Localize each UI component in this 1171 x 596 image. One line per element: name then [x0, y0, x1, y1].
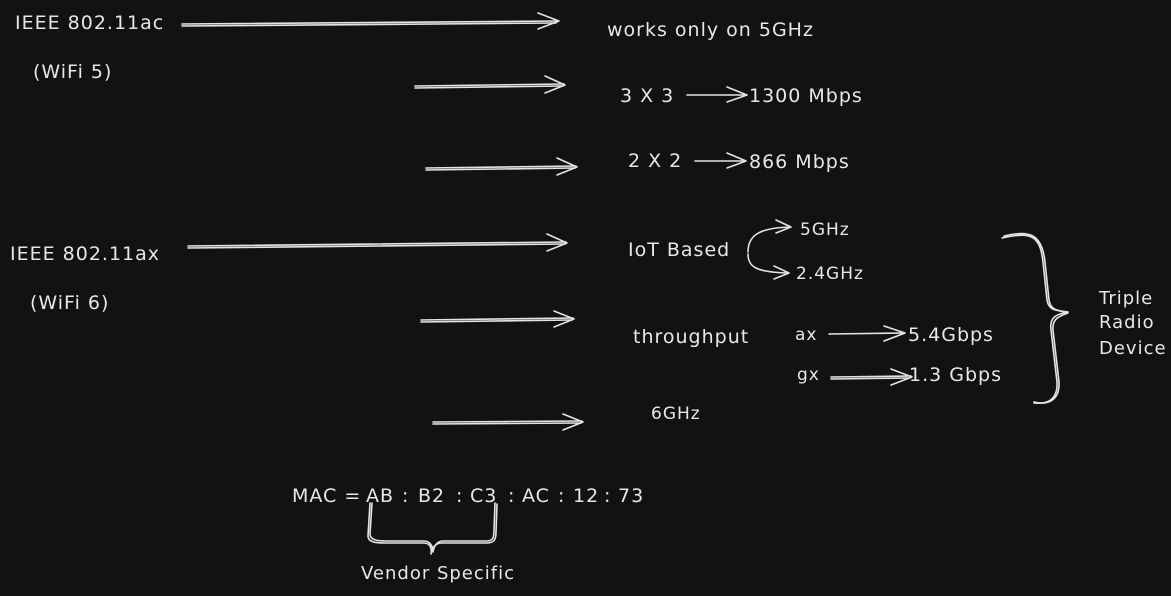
- mimo-2x2-config: 2 X 2: [628, 150, 683, 172]
- mac-octet-4: AC: [522, 485, 550, 507]
- mimo-3x3-speed: 1300 Mbps: [749, 85, 863, 107]
- mac-octet-5: 12: [573, 485, 600, 507]
- arrow-ax-6ghz: [432, 413, 584, 431]
- triple-radio-line2: Radio: [1099, 312, 1155, 333]
- ac-band-text: works only on 5GHz: [607, 19, 814, 41]
- vendor-bracket-inner: [369, 502, 496, 553]
- iot-band-24ghz: 2.4GHz: [796, 264, 864, 284]
- mac-prefix: MAC =: [292, 485, 362, 507]
- arrow-2x2-speed: [694, 152, 747, 169]
- arrow-3x3-speed: [686, 86, 748, 103]
- mac-octet-6: 73: [618, 485, 645, 507]
- iot-label: IoT Based: [628, 239, 731, 261]
- mac-separator: :: [604, 485, 612, 507]
- mac-octet-1: AB: [366, 485, 395, 507]
- throughput-label: throughput: [633, 326, 750, 348]
- vendor-bracket: [367, 502, 498, 555]
- arrow-ax-throughput: [420, 310, 575, 328]
- mac-octet-3: C3: [470, 485, 498, 507]
- standard-ac-name: IEEE 802.11ac: [15, 12, 165, 34]
- standard-ax-name: IEEE 802.11ax: [10, 243, 161, 265]
- throughput-gx-label: gx: [797, 365, 820, 385]
- mac-separator: :: [402, 485, 410, 507]
- triple-radio-line3: Device: [1099, 338, 1167, 359]
- mac-separator: :: [508, 485, 516, 507]
- arrow-ac-3x3: [414, 75, 566, 94]
- iot-band-5ghz: 5GHz: [800, 220, 850, 240]
- arrow-ac-2x2: [425, 157, 578, 176]
- throughput-ax-label: ax: [795, 325, 818, 345]
- throughput-ax-speed: 5.4Gbps: [908, 324, 994, 346]
- standard-ac-alias: (WiFi 5): [33, 61, 113, 83]
- arrow-ax-iot: [187, 233, 568, 252]
- throughput-gx-speed: 1.3 Gbps: [909, 364, 1002, 386]
- standard-ax-alias: (WiFi 6): [30, 292, 110, 314]
- vendor-specific-label: Vendor Specific: [361, 563, 516, 584]
- mimo-2x2-speed: 866 Mbps: [749, 151, 850, 173]
- band-6ghz: 6GHz: [651, 404, 701, 424]
- mac-separator: :: [558, 485, 566, 507]
- arrow-ac-band: [181, 12, 560, 30]
- arrow-ax-speed: [828, 325, 906, 342]
- triple-radio-brace-inner: [1003, 232, 1069, 404]
- arrow-iot-branch: [747, 219, 792, 280]
- mac-separator: :: [456, 485, 464, 507]
- mac-octet-2: B2: [418, 485, 446, 507]
- triple-radio-brace: [1001, 234, 1069, 405]
- triple-radio-line1: Triple: [1099, 288, 1154, 309]
- mimo-3x3-config: 3 X 3: [620, 85, 675, 107]
- arrow-gx-speed: [830, 368, 913, 386]
